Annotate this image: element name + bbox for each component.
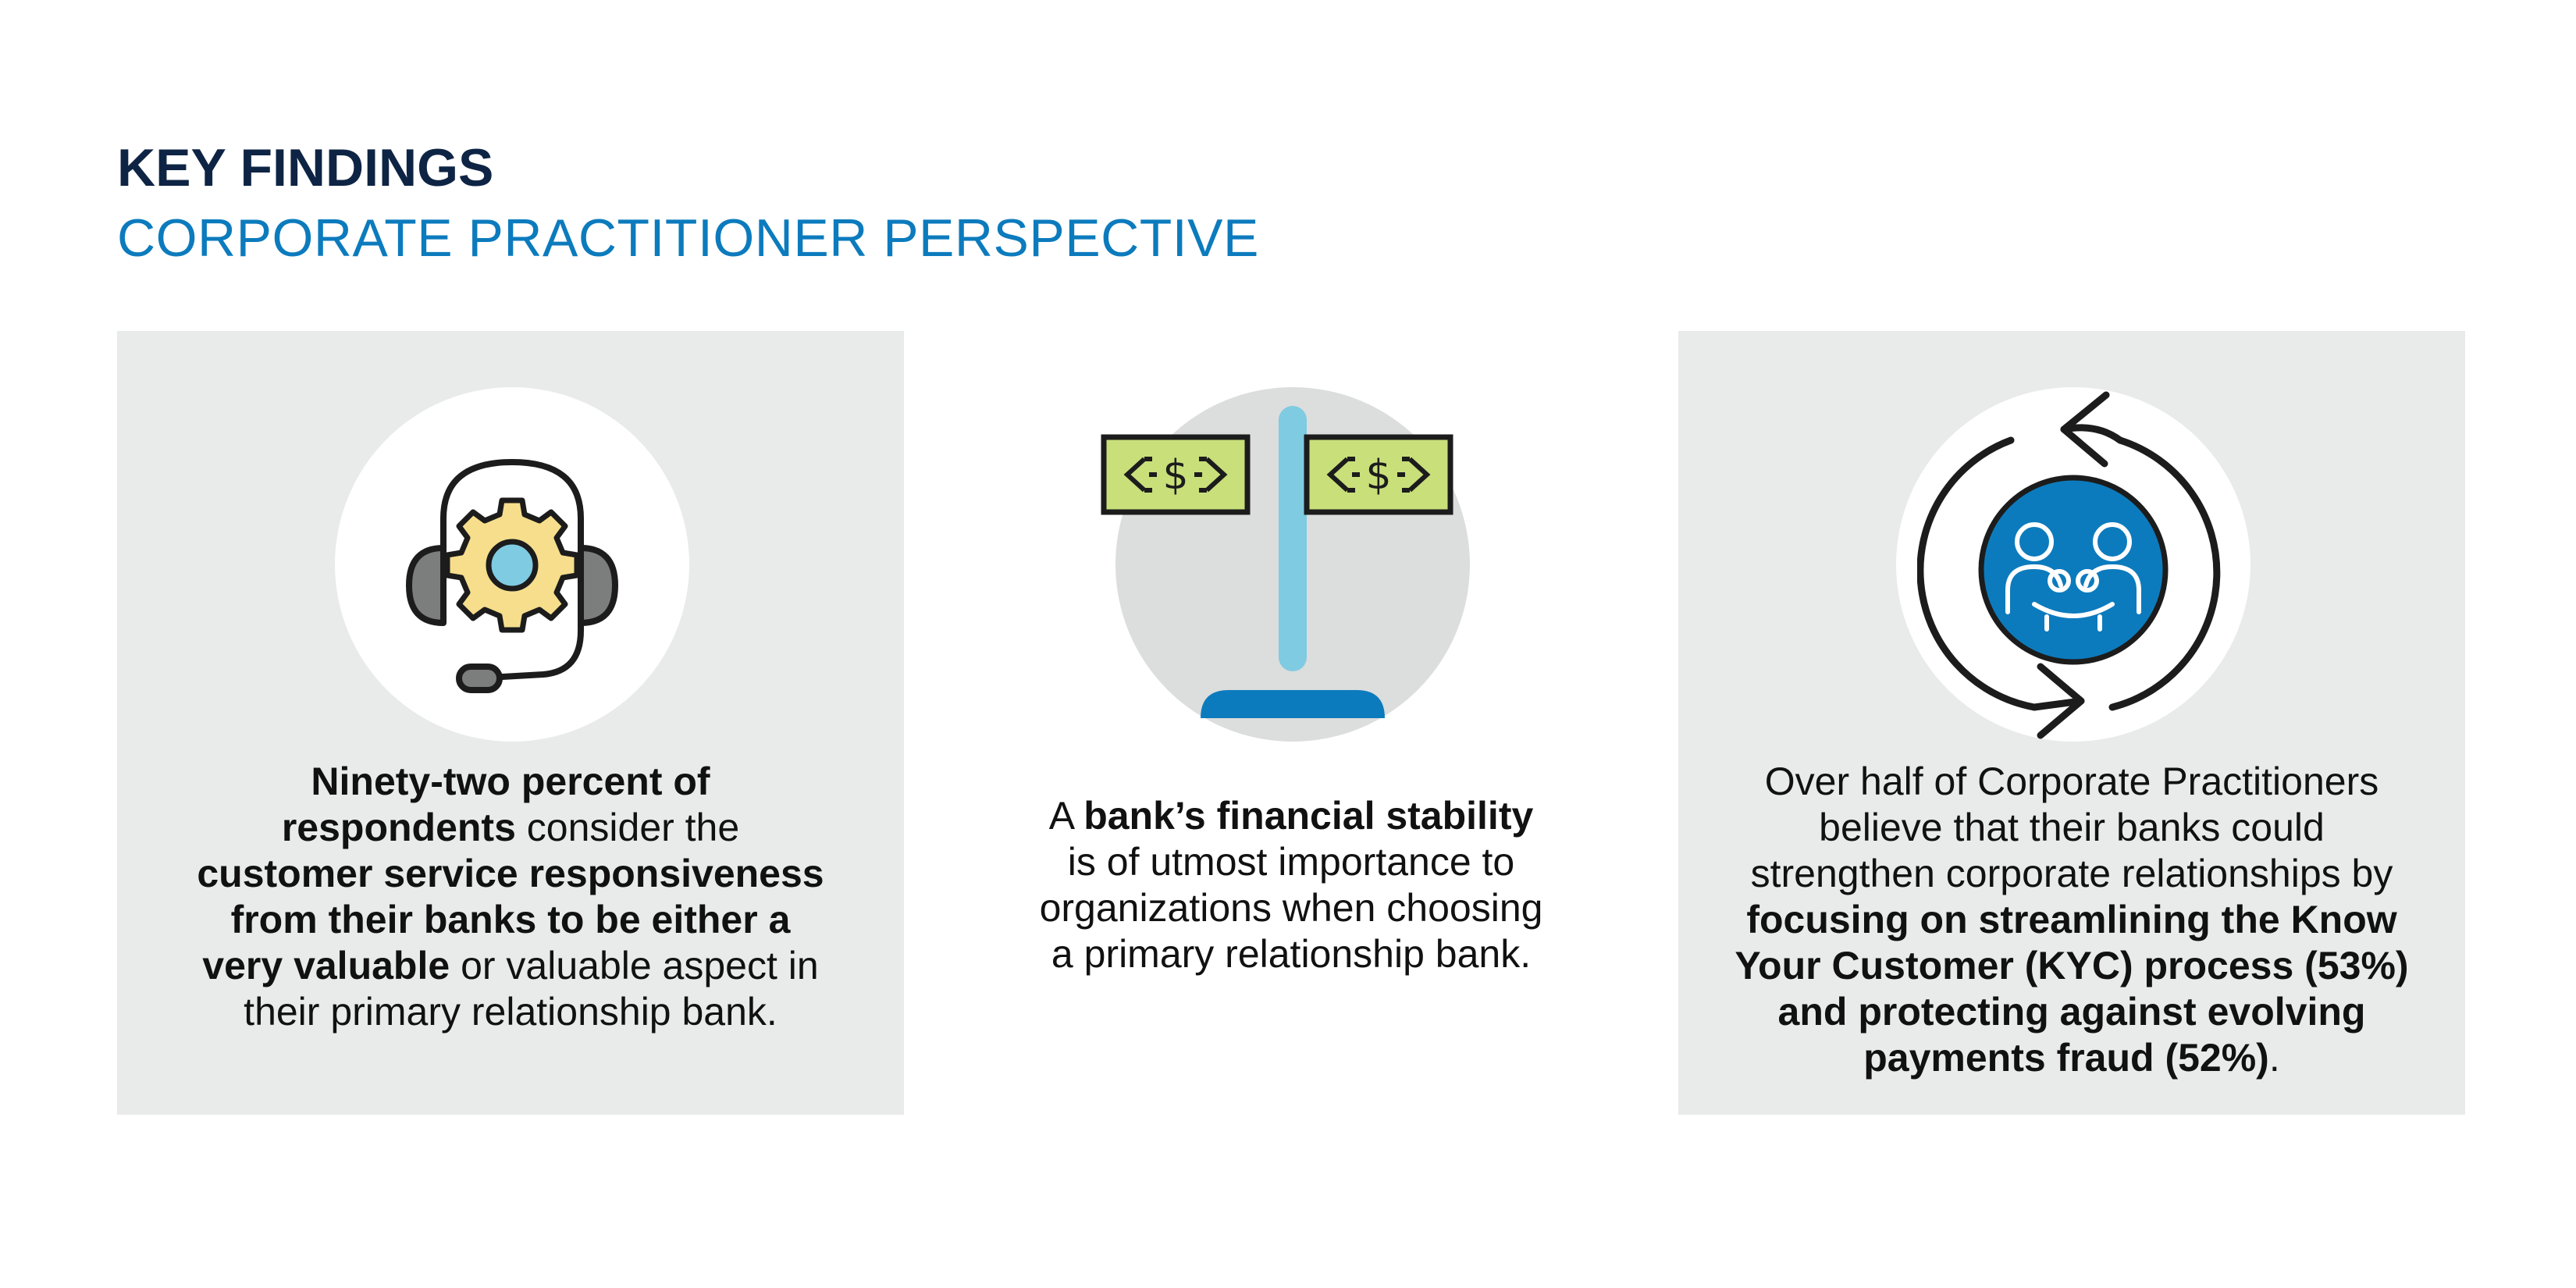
caption-line: respondents consider the	[281, 806, 740, 849]
caption-line: customer service responsiveness	[197, 852, 824, 895]
money-signpost-icon: $ $	[1101, 406, 1453, 718]
caption-line: a primary relationship bank.	[1051, 932, 1532, 976]
family-refresh-icon	[1917, 391, 2221, 739]
headset-gear-icon	[406, 458, 618, 693]
caption-line: organizations when choosing	[1039, 886, 1543, 930]
caption-line: Your Customer (KYC) process (53%)	[1735, 944, 2409, 987]
caption-line: their primary relationship bank.	[244, 990, 777, 1034]
caption-line: focusing on streamlining the Know	[1746, 898, 2397, 941]
finding-text-kyc-fraud: Over half of Corporate Practitioners bel…	[1678, 759, 2465, 1081]
title-block: KEY FINDINGS CORPORATE PRACTITIONER PERS…	[117, 134, 1259, 275]
finding-card-customer-service: Ninety-two percent of respondents consid…	[117, 331, 904, 1115]
finding-text-financial-stability: A bank’s financial stability is of utmos…	[898, 793, 1685, 977]
caption-line: Ninety-two percent of	[311, 760, 710, 803]
caption-line: strengthen corporate relationships by	[1750, 852, 2393, 895]
page-subtitle: CORPORATE PRACTITIONER PERSPECTIVE	[117, 208, 1259, 268]
caption-line: Over half of Corporate Practitioners	[1764, 760, 2379, 803]
finding-card-financial-stability: $ $ A bank’s financial stability is of u…	[898, 331, 1685, 1115]
caption-line: believe that their banks could	[1819, 806, 2325, 849]
caption-line: very valuable or valuable aspect in	[202, 944, 819, 987]
page-title: KEY FINDINGS	[117, 138, 494, 197]
caption-line: payments fraud (52%).	[1863, 1036, 2280, 1080]
svg-text:$: $	[1365, 452, 1391, 499]
caption-line: from their banks to be either a	[230, 898, 791, 941]
svg-text:$: $	[1162, 452, 1188, 499]
finding-card-kyc-fraud: Over half of Corporate Practitioners bel…	[1678, 331, 2465, 1115]
caption-line: and protecting against evolving	[1777, 990, 2366, 1034]
finding-text-customer-service: Ninety-two percent of respondents consid…	[117, 759, 904, 1035]
caption-line: is of utmost importance to	[1067, 840, 1515, 884]
caption-line: A bank’s financial stability	[1048, 794, 1534, 838]
